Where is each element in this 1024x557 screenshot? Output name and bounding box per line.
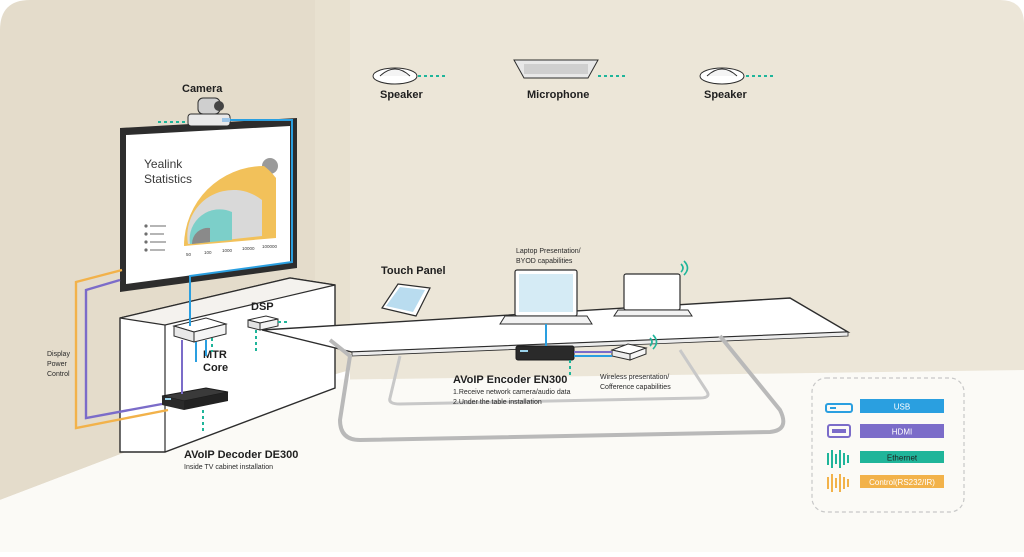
speaker-right-label: Speaker xyxy=(704,89,748,101)
back-wall xyxy=(40,0,1024,380)
screen-legend xyxy=(144,224,166,252)
legend-box xyxy=(811,377,965,513)
touch-panel-label: Touch Panel xyxy=(381,265,446,277)
legend-ethernet-bar xyxy=(860,451,944,463)
control-cable-tv xyxy=(74,268,169,430)
laptop-icon xyxy=(499,269,593,325)
decoder-title: AVoIP Decoder DE300 xyxy=(184,449,298,461)
screen-arc-core xyxy=(191,227,210,244)
encoder-desc-line2: 2.Under the table installation xyxy=(453,399,542,406)
camera-icon xyxy=(187,97,231,127)
camera-label: Camera xyxy=(182,83,223,95)
legend-ethernet-label: Ethernet xyxy=(887,454,918,463)
display-label-line2: Power xyxy=(47,361,68,368)
table-legs-inner xyxy=(388,349,710,406)
speaker-right-icon xyxy=(699,67,745,85)
wireless-hub-icon xyxy=(610,343,648,361)
screen-tick-3: 10000 xyxy=(242,246,255,251)
encoder-title: AVoIP Encoder EN300 xyxy=(453,374,567,386)
mtr-core-label-line2: Core xyxy=(203,362,228,374)
screen-tick-2: 1000 xyxy=(222,248,233,253)
mtr-core-icon xyxy=(172,317,228,343)
hub-wifi-icon xyxy=(649,334,658,350)
table-legs xyxy=(328,334,786,443)
control-wave-icon xyxy=(827,474,849,492)
decoder-subtitle: Inside TV cabinet installation xyxy=(184,464,273,471)
microphone-icon xyxy=(513,59,599,79)
touch-panel-icon xyxy=(381,283,431,317)
screen-legend-bar xyxy=(150,249,165,251)
wireless-laptop-icon xyxy=(613,273,693,317)
screen-title-line1: Yealink xyxy=(144,157,183,171)
display-label-line3: Control xyxy=(47,371,70,378)
encoder-desc-line1: 1.Receive network camera/audio data xyxy=(453,389,571,396)
screen-legend-bar xyxy=(150,233,164,235)
screen-legend-bar xyxy=(150,241,166,243)
usb-cable-camera xyxy=(189,119,293,326)
mtr-core-label-line1: MTR xyxy=(203,349,227,361)
hdmi-icon xyxy=(827,424,851,438)
hdmi-cable-tv xyxy=(84,278,163,420)
laptop-label-line1: Laptop Presentation/ xyxy=(516,248,581,255)
usb-icon xyxy=(825,403,853,413)
encoder-device-icon xyxy=(515,345,575,361)
wireless-label-line1: Wireless presentation/ xyxy=(600,374,669,381)
screen-legend-dot xyxy=(144,240,148,244)
speaker-left-label: Speaker xyxy=(380,89,424,101)
screen-tick-1: 100 xyxy=(204,250,212,255)
legend-hdmi-bar xyxy=(860,424,944,438)
microphone-label: Microphone xyxy=(527,89,589,101)
usb-cable-core xyxy=(195,340,207,362)
wifi-icon xyxy=(680,260,689,276)
legend-hdmi-label: HDMI xyxy=(892,428,912,437)
display-label-line1: Display xyxy=(47,351,70,358)
legend-usb-bar xyxy=(860,399,944,413)
dsp-label: DSP xyxy=(251,301,274,313)
speaker-left-icon xyxy=(372,67,418,85)
screen-title-line2: Statistics xyxy=(144,172,192,186)
screen-legend-dot xyxy=(144,232,148,236)
legend-control-bar xyxy=(860,475,944,488)
screen-legend-bar xyxy=(150,225,166,227)
tv-cabinet-top xyxy=(119,277,336,326)
screen-legend-dot xyxy=(144,248,148,252)
screen-legend-dot xyxy=(144,224,148,228)
laptop-label-line2: BYOD capabilities xyxy=(516,258,573,265)
wireless-label-line2: Cofference capabilities xyxy=(600,384,671,391)
legend-control-label: Control(RS232/IR) xyxy=(869,478,935,487)
ethernet-wave-icon xyxy=(827,450,849,468)
decoder-device-icon xyxy=(161,387,229,410)
screen-tick-4: 100000 xyxy=(262,244,278,249)
legend-usb-label: USB xyxy=(894,403,910,412)
screen-tick-0: 50 xyxy=(186,252,192,257)
dsp-icon xyxy=(247,315,279,331)
